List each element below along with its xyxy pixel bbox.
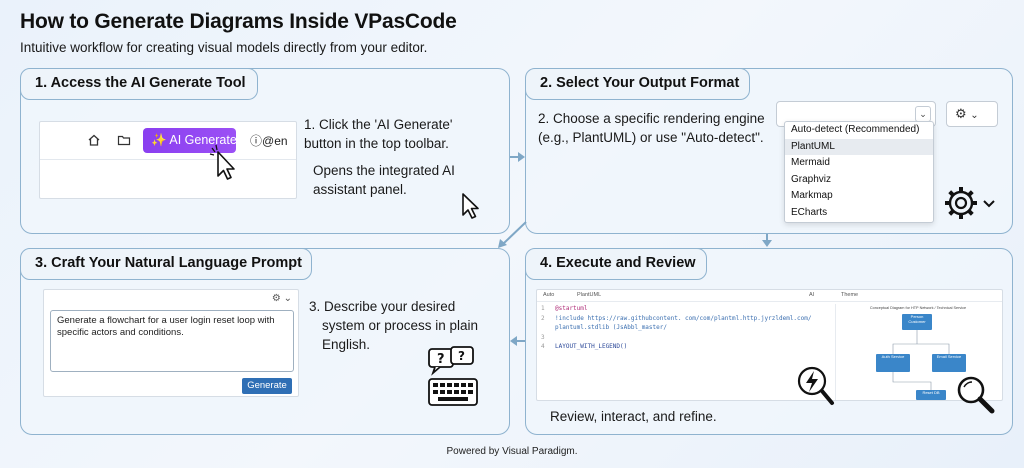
gear-icon[interactable]: ⚙ ⌄: [271, 293, 292, 304]
code-text: LAYOUT_WITH_LEGEND(): [555, 343, 628, 351]
page-subtitle: Intuitive workflow for creating visual m…: [20, 40, 428, 55]
footer: Powered by Visual Paradigm.: [446, 446, 578, 457]
diagram-preview: Conceptual Diagram for HTP Network / Tec…: [835, 304, 999, 400]
toolbar: ✨ AI Generate ⓘ@en: [40, 122, 296, 160]
editor-mock: Auto PlantUML AI Theme 1 @startuml 2 !inclu…: [536, 289, 1003, 401]
step-1-note-line-2: assistant panel.: [313, 182, 407, 197]
code-line: plantuml.stdlib (JsAbbl_master/: [541, 323, 831, 333]
code-text: @startuml: [555, 305, 588, 312]
line-number: 1: [541, 305, 545, 312]
page-title: How to Generate Diagrams Inside VPasCode: [20, 10, 457, 33]
format-menu: Auto-detect (Recommended) PlantUML Merma…: [784, 121, 934, 223]
step-4-caption: Review, interact, and refine.: [550, 409, 717, 424]
toolbar-cutoff-text: en: [274, 134, 288, 148]
code-editor[interactable]: 1 @startuml 2 !include https://raw.githubco…: [541, 304, 831, 352]
code-line: 4 LAYOUT_WITH_LEGEND(): [541, 342, 831, 352]
sparkle-icon: ✨: [151, 133, 167, 147]
line-number: 4: [541, 343, 545, 351]
tab-auto[interactable]: Auto: [543, 292, 555, 298]
cursor-icon: [462, 193, 479, 219]
step-3-text: 3. Describe your desired system or proce…: [309, 297, 478, 354]
gear-icon: ⚙: [955, 106, 967, 121]
step-1-line-2: button in the top toolbar.: [304, 136, 449, 151]
step-2-line-2: (e.g., PlantUML) or use "Auto-detect".: [538, 130, 764, 145]
info-icon: ⓘ: [250, 134, 263, 148]
diagram-title: Conceptual Diagram for HTP Network / Tec…: [869, 306, 967, 310]
step-1-line-1: 1. Click the 'AI Generate': [304, 117, 453, 132]
step-3-line-2: system or process in plain: [322, 318, 479, 333]
format-option[interactable]: Auto-detect (Recommended): [791, 124, 920, 135]
format-option[interactable]: Mermaid: [791, 157, 830, 168]
chevron-down-icon: ⌄: [970, 110, 979, 121]
tab-ai[interactable]: AI: [809, 292, 815, 298]
format-option[interactable]: ECharts: [791, 206, 828, 218]
step-3-line-1: 3. Describe your desired: [309, 299, 456, 314]
format-option[interactable]: Graphviz: [791, 173, 832, 185]
code-line: 3: [541, 333, 831, 343]
code-line: 2 !include https://raw.githubcontent. com…: [541, 314, 831, 324]
tab-file[interactable]: PlantUML: [577, 292, 602, 298]
diagram-connectors: [892, 330, 950, 390]
line-number: 3: [541, 333, 545, 341]
step-1-heading: 1. Access the AI Generate Tool: [20, 68, 258, 100]
code-line: 1 @startuml: [541, 304, 831, 314]
arrow-2-to-4-head: [762, 240, 772, 247]
toolbar-overflow[interactable]: ⓘ@en: [250, 132, 288, 149]
diagram-box: Person Customer: [902, 314, 932, 330]
step-1-note-line-1: Opens the integrated AI: [313, 163, 455, 178]
arrow-2-to-3-head: [498, 239, 507, 248]
diagram-box: Reset DB: [916, 390, 946, 400]
step-2-panel: 2. Select Your Output Format 2. Choose a…: [525, 68, 1013, 234]
svg-text:?: ?: [458, 349, 465, 363]
folder-icon[interactable]: [116, 133, 132, 149]
editor-toolbar: Auto PlantUML AI Theme: [537, 290, 1002, 302]
generate-button[interactable]: Generate: [242, 378, 292, 394]
step-2-line-1: 2. Choose a specific rendering engine: [538, 111, 765, 126]
svg-text:?: ?: [437, 352, 445, 367]
step-1-panel: 1. Access the AI Generate Tool ✨ AI Gene…: [20, 68, 510, 234]
magnifier-icon: [957, 376, 995, 414]
ai-generate-label: AI Generate: [169, 133, 237, 147]
step-3-panel: 3. Craft Your Natural Language Prompt ⚙ …: [20, 248, 510, 435]
arrow-1-to-2-head: [518, 152, 525, 162]
toolbar-mock: ✨ AI Generate ⓘ@en: [39, 121, 297, 199]
at-icon: @: [262, 134, 275, 148]
lightning-search-icon: [797, 366, 834, 405]
cursor-click-icon: [209, 144, 235, 180]
settings-dropdown[interactable]: ⚙ ⌄: [946, 101, 998, 127]
format-option[interactable]: Markmap: [791, 190, 833, 201]
tab-theme[interactable]: Theme: [841, 292, 859, 298]
arrow-4-to-3-head: [510, 336, 517, 346]
ai-generate-button[interactable]: ✨ AI Generate: [143, 128, 237, 153]
format-option-selected[interactable]: PlantUML: [785, 138, 933, 155]
code-text: !include https://raw.githubcontent. com/…: [555, 314, 812, 322]
step-3-heading: 3. Craft Your Natural Language Prompt: [20, 248, 312, 280]
chat-keyboard-icon: ? ?: [428, 346, 478, 406]
prompt-panel-mock: ⚙ ⌄ Generate a flowchart for a user logi…: [43, 289, 299, 397]
line-number: 2: [541, 314, 545, 322]
step-1-note: Opens the integrated AI assistant panel.: [313, 161, 455, 199]
step-3-line-3: English.: [322, 337, 371, 352]
arrow-2-to-3: [503, 221, 527, 244]
step-2-heading: 2. Select Your Output Format: [525, 68, 750, 100]
home-icon[interactable]: [86, 133, 102, 149]
prompt-textarea[interactable]: Generate a flowchart for a user login re…: [50, 310, 294, 372]
step-2-text: 2. Choose a specific rendering engine (e…: [538, 109, 765, 147]
step-1-text: 1. Click the 'AI Generate' button in the…: [304, 115, 452, 153]
diagram-box: Email Service: [932, 354, 966, 372]
diagram-box: Auth Service: [876, 354, 910, 372]
step-4-heading: 4. Execute and Review: [525, 248, 707, 280]
code-text: plantuml.stdlib (JsAbbl_master/: [555, 324, 667, 332]
step-4-panel: 4. Execute and Review Auto PlantUML AI T…: [525, 248, 1013, 435]
gear-icon: [945, 187, 995, 219]
